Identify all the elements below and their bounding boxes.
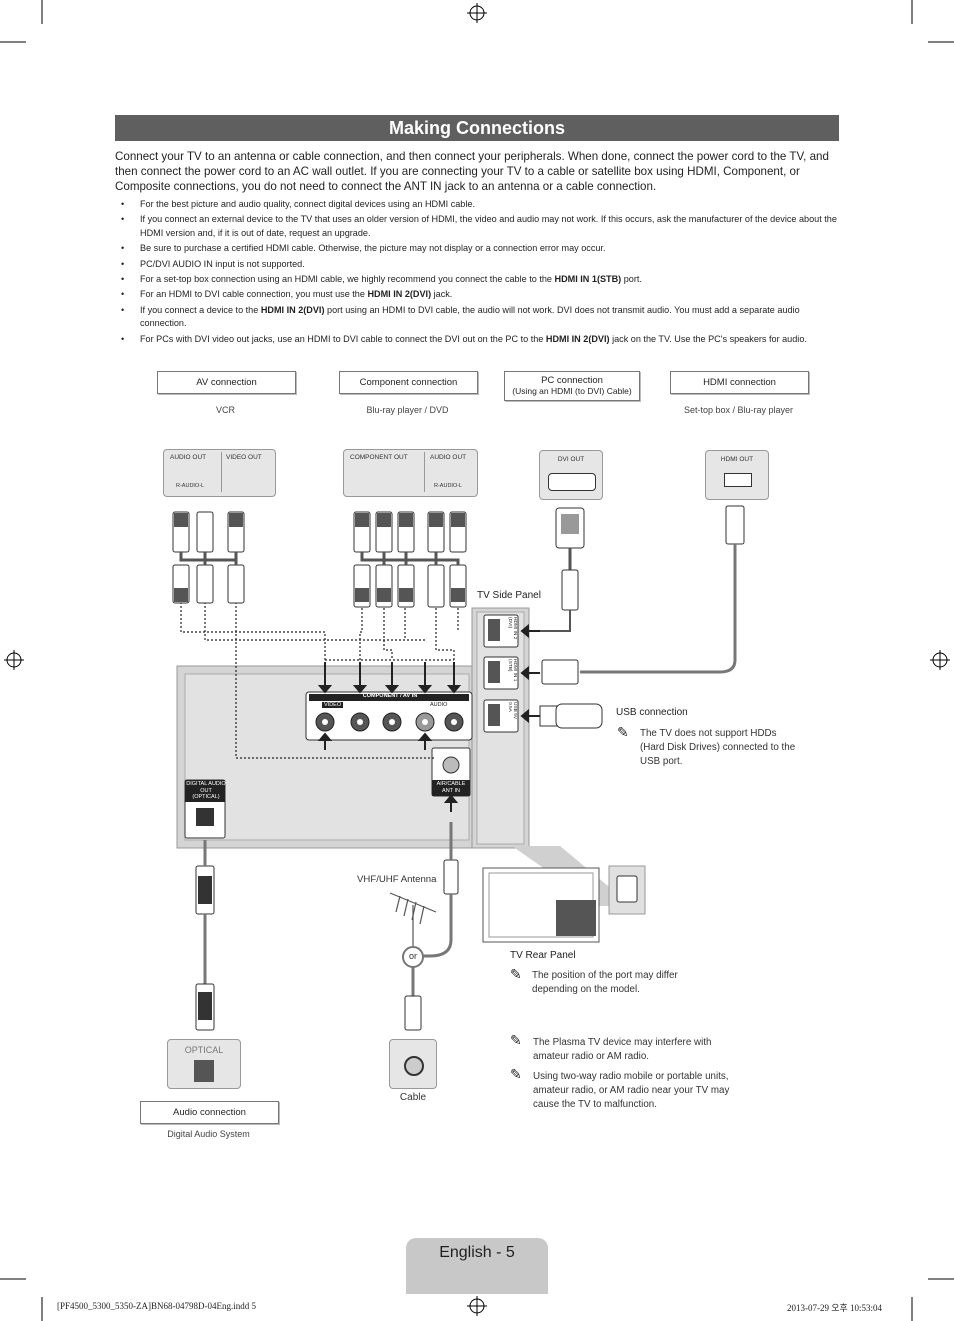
- audio-out-label-2: AUDIO OUT: [430, 454, 467, 461]
- vhf-antenna-label: VHF/UHF Antenna: [357, 874, 437, 885]
- rear-panel-note: The position of the port may differ depe…: [532, 970, 678, 995]
- pc-sublabel: (Using an HDMI (to DVI) Cable): [512, 386, 632, 396]
- note-item: For the best picture and audio quality, …: [115, 198, 840, 212]
- cable-panel: [389, 1039, 437, 1089]
- page-number: English - 5: [439, 1244, 515, 1261]
- av-connection-label: AV connection: [157, 371, 296, 394]
- print-date: 2013-07-29 오후 10:53:04: [787, 1303, 883, 1313]
- plasma-note: The Plasma TV device may interfere with …: [533, 1037, 712, 1062]
- pc-connection-label: PC connection (Using an HDMI (to DVI) Ca…: [504, 371, 640, 401]
- settop-panel: HDMI OUT: [705, 450, 769, 500]
- note-icon: ✎: [617, 724, 629, 740]
- r-audio-l-label: R-AUDIO-L: [176, 483, 205, 489]
- usb-connection-label: USB connection: [616, 707, 688, 718]
- or-label: or: [408, 951, 417, 961]
- tv-side-panel-label: TV Side Panel: [477, 590, 541, 601]
- radio-note: Using two-way radio mobile or portable u…: [533, 1071, 730, 1110]
- digital-audio-out-label: DIGITAL AUDIO OUT (OPTICAL): [186, 781, 226, 800]
- dvd-panel: COMPONENT OUT AUDIO OUT R-AUDIO-L: [343, 449, 478, 497]
- video-label: VIDEO: [322, 702, 344, 708]
- file-name: [PF4500_5300_5350-ZA]BN68-04798D-04Eng.i…: [57, 1301, 256, 1311]
- tv-rear-panel-label: TV Rear Panel: [510, 950, 576, 961]
- usb-note: The TV does not support HDDs (Hard Disk …: [640, 728, 796, 767]
- hdmi-out-label: HDMI OUT: [720, 456, 754, 463]
- component-av-in-label: COMPONENT / AV IN: [362, 693, 418, 699]
- component-connection-label: Component connection: [339, 371, 478, 394]
- note-item: For a set-top box connection using an HD…: [115, 273, 840, 287]
- pc-label: PC connection: [541, 375, 603, 386]
- video-out-label: VIDEO OUT: [226, 454, 262, 461]
- hdmi-in-2-label: HDMI IN 2 (DVI): [507, 617, 517, 640]
- audio-out-label: AUDIO OUT: [170, 454, 207, 461]
- hdmi-connection-label: HDMI connection: [670, 371, 809, 394]
- audio-connection-label: Audio connection: [140, 1101, 279, 1124]
- note-item: For PCs with DVI video out jacks, use an…: [115, 333, 840, 347]
- r-audio-l-label-2: R-AUDIO-L: [434, 483, 463, 489]
- cable-label: Cable: [399, 1092, 427, 1103]
- audio-label: AUDIO: [430, 702, 448, 708]
- note-icon: ✎: [510, 1066, 522, 1082]
- dvi-out-label: DVI OUT: [557, 456, 585, 463]
- component-device: Blu-ray player / DVD: [366, 405, 449, 415]
- ant-in-label: AIR/CABLE ANT IN: [436, 781, 466, 794]
- usb-port-label: USB 5V 0.5A: [507, 702, 517, 720]
- note-icon: ✎: [510, 966, 522, 982]
- note-icon: ✎: [510, 1032, 522, 1048]
- audio-device: Digital Audio System: [167, 1129, 250, 1139]
- hdmi-device: Set-top box / Blu-ray player: [683, 405, 794, 415]
- vcr-panel: AUDIO OUT VIDEO OUT R-AUDIO-L: [163, 449, 276, 497]
- pc-panel: DVI OUT: [539, 450, 603, 500]
- note-item: Be sure to purchase a certified HDMI cab…: [115, 242, 840, 256]
- component-out-label: COMPONENT OUT: [350, 454, 408, 461]
- coax-icon: [404, 1056, 424, 1076]
- notes-list: For the best picture and audio quality, …: [115, 198, 840, 348]
- note-item: If you connect an external device to the…: [115, 213, 840, 240]
- connection-diagram: [172, 505, 745, 1031]
- page-tab: [406, 1238, 548, 1294]
- hdmi-in-1-label: HDMI IN 1 (STB): [507, 659, 517, 682]
- optical-label: OPTICAL: [184, 1045, 224, 1055]
- note-item: For an HDMI to DVI cable connection, you…: [115, 288, 840, 302]
- note-item: PC/DVI AUDIO IN input is not supported.: [115, 258, 840, 272]
- note-item: If you connect a device to the HDMI IN 2…: [115, 304, 840, 331]
- page-title: Making Connections: [115, 115, 839, 141]
- av-device: VCR: [215, 405, 235, 415]
- intro-paragraph: Connect your TV to an antenna or cable c…: [115, 150, 829, 193]
- registration-mark-icon: [4, 3, 950, 1316]
- optical-panel: OPTICAL: [167, 1039, 241, 1089]
